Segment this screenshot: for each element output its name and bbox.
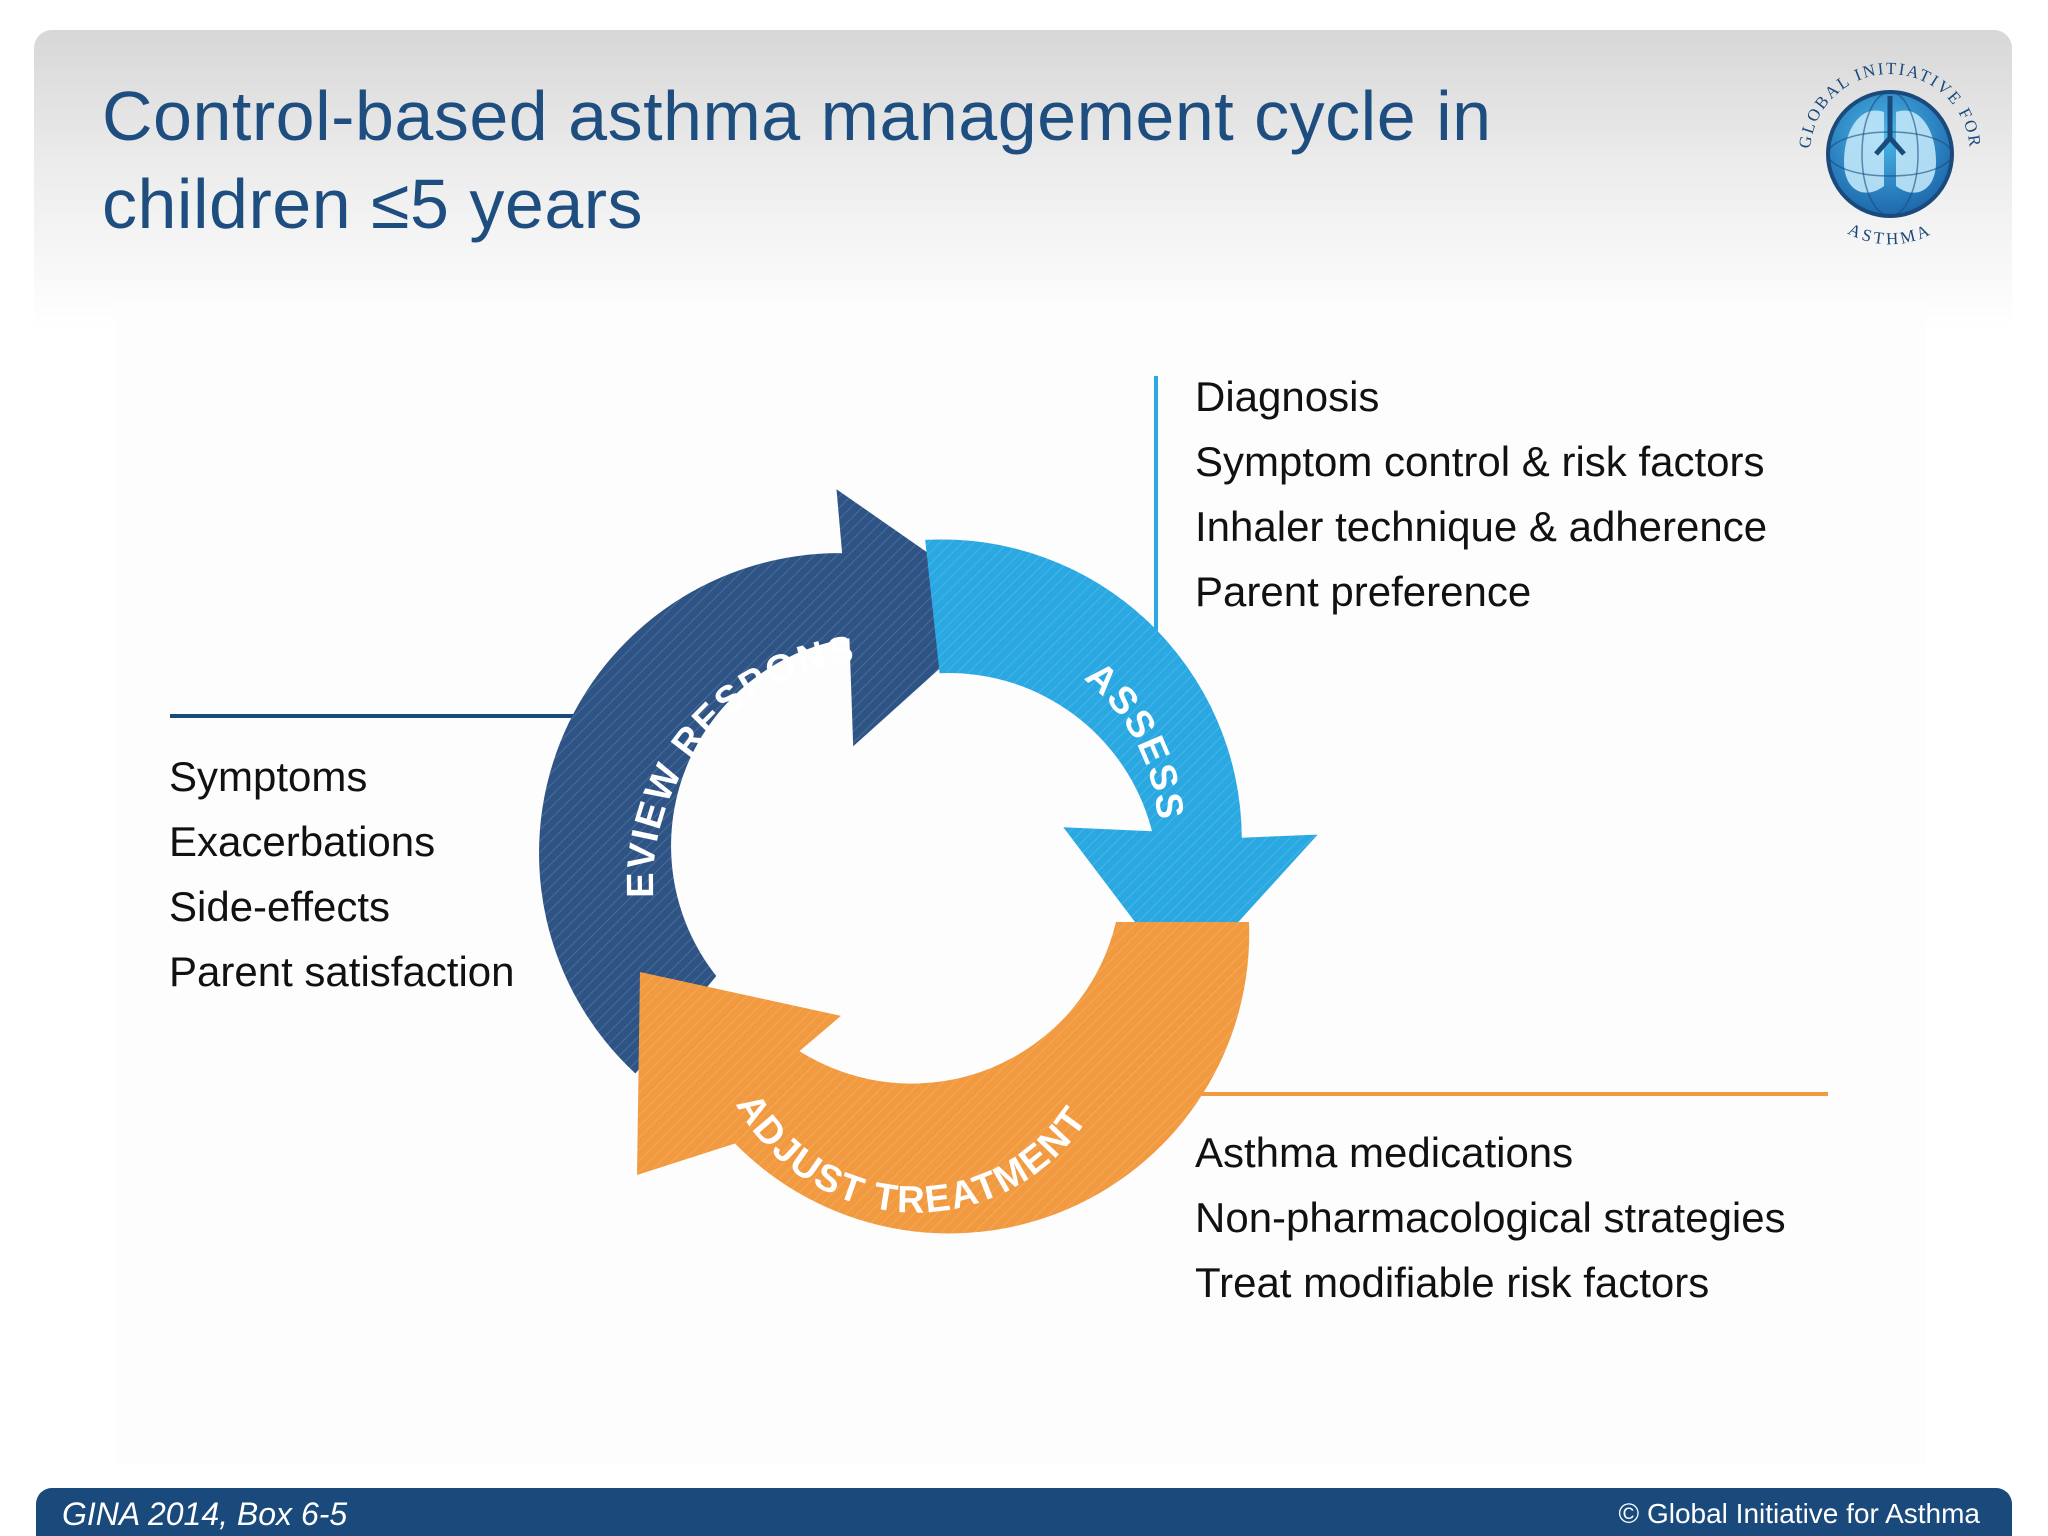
list-item: Inhaler technique & adherence bbox=[1195, 503, 1768, 550]
slide-title: Control-based asthma management cycle in… bbox=[102, 72, 1662, 248]
list-item: Exacerbations bbox=[169, 818, 436, 865]
list-item: Parent preference bbox=[1195, 568, 1532, 615]
list-item: Diagnosis bbox=[1195, 373, 1380, 420]
trachea-icon bbox=[1874, 96, 1906, 156]
list-item: Symptoms bbox=[169, 753, 368, 800]
footer-bar bbox=[36, 1488, 2012, 1536]
adjust-list: Asthma medications Non-pharmacological s… bbox=[1195, 1120, 1786, 1315]
title-line-2: children ≤5 years bbox=[102, 165, 644, 243]
adjust-treatment-arrow bbox=[637, 922, 1250, 1234]
gina-logo: GLOBAL INITIATIVE FOR ASTHMA bbox=[1780, 42, 2000, 262]
list-item: Treat modifiable risk factors bbox=[1195, 1259, 1710, 1306]
footer-source: GINA 2014, Box 6-5 bbox=[62, 1496, 348, 1532]
list-item: Symptom control & risk factors bbox=[1195, 438, 1765, 485]
slide-header bbox=[34, 30, 2012, 330]
assess-list: Diagnosis Symptom control & risk factors… bbox=[1195, 364, 1767, 624]
list-item: Side-effects bbox=[169, 883, 391, 930]
content-panel bbox=[116, 302, 1926, 1464]
list-item: Asthma medications bbox=[1195, 1129, 1574, 1176]
footer-copyright: © Global Initiative for Asthma bbox=[1618, 1498, 1980, 1529]
title-line-1: Control-based asthma management cycle in bbox=[102, 77, 1492, 155]
review-response-arrow bbox=[539, 489, 1007, 1074]
review-list: Symptoms Exacerbations Side-effects Pare… bbox=[169, 744, 515, 1004]
list-item: Non-pharmacological strategies bbox=[1195, 1194, 1786, 1241]
list-item: Parent satisfaction bbox=[169, 948, 515, 995]
gina-logo-graphic: GLOBAL INITIATIVE FOR ASTHMA bbox=[1795, 59, 1983, 249]
assess-arrow bbox=[925, 539, 1318, 984]
